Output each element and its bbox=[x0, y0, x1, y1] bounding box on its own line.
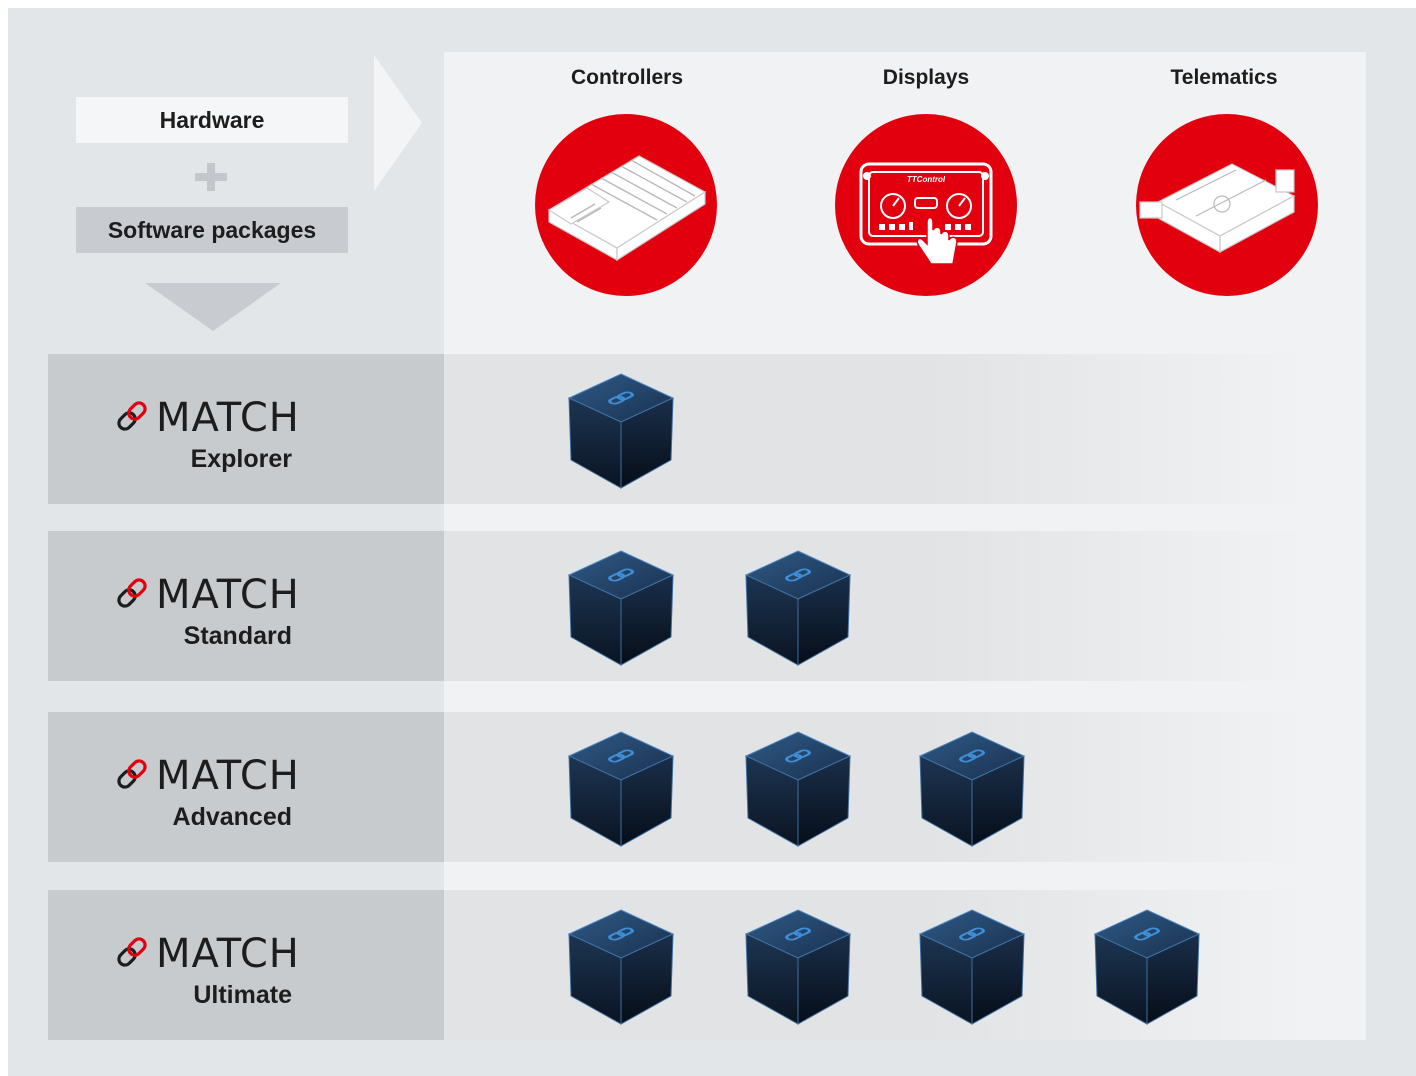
link-icon bbox=[117, 937, 147, 967]
brand-logo-text: MATCH bbox=[156, 931, 300, 977]
display-brand-text: TTControl bbox=[907, 175, 946, 184]
link-icon bbox=[117, 759, 147, 789]
package-label-ultimate: MATCH Ultimate bbox=[48, 890, 444, 1040]
package-row-standard: MATCH Standard bbox=[48, 531, 1306, 681]
category-displays-label: Displays bbox=[882, 66, 970, 89]
brand-logo-text: MATCH bbox=[156, 395, 300, 441]
controller-circle bbox=[535, 114, 717, 296]
software-cube-icon bbox=[744, 550, 852, 666]
category-controllers-label: Controllers bbox=[570, 66, 683, 89]
package-label-advanced: MATCH Advanced bbox=[48, 712, 444, 862]
arrow-right-icon bbox=[374, 55, 422, 191]
software-packages-label: Software packages bbox=[76, 207, 348, 253]
package-row-advanced: MATCH Advanced bbox=[48, 712, 1306, 862]
brand-logo-text: MATCH bbox=[156, 753, 300, 799]
software-cube-icon bbox=[567, 909, 675, 1025]
package-tier-name: Ultimate bbox=[193, 981, 292, 1009]
package-tier-name: Explorer bbox=[190, 445, 292, 473]
software-cube-icon bbox=[567, 373, 675, 489]
display-icon: TTControl bbox=[859, 162, 993, 265]
link-icon bbox=[117, 401, 147, 431]
category-telematics-label: Telematics bbox=[1170, 66, 1278, 89]
software-cube-icon bbox=[744, 731, 852, 847]
package-tier-name: Standard bbox=[183, 622, 292, 650]
software-cube-icon bbox=[918, 909, 1026, 1025]
telematics-circle bbox=[1136, 114, 1318, 296]
software-cube-icon bbox=[1093, 909, 1201, 1025]
brand-logo-text: MATCH bbox=[156, 572, 300, 618]
display-circle: TTControl bbox=[835, 114, 1017, 296]
link-icon bbox=[117, 578, 147, 608]
software-cube-icon bbox=[918, 731, 1026, 847]
arrow-down-icon bbox=[145, 283, 281, 331]
telematics-icon bbox=[1139, 163, 1296, 254]
controller-icon bbox=[547, 155, 707, 262]
software-cube-icon bbox=[567, 550, 675, 666]
package-label-standard: MATCH Standard bbox=[48, 531, 444, 681]
software-cube-icon bbox=[567, 731, 675, 847]
package-row-ultimate: MATCH Ultimate bbox=[48, 890, 1306, 1040]
package-tier-name: Advanced bbox=[172, 803, 292, 831]
plus-icon bbox=[195, 163, 227, 191]
software-cube-icon bbox=[744, 909, 852, 1025]
package-label-explorer: MATCH Explorer bbox=[48, 354, 444, 504]
package-row-explorer: MATCH Explorer bbox=[48, 354, 1306, 504]
hardware-label: Hardware bbox=[76, 97, 348, 143]
